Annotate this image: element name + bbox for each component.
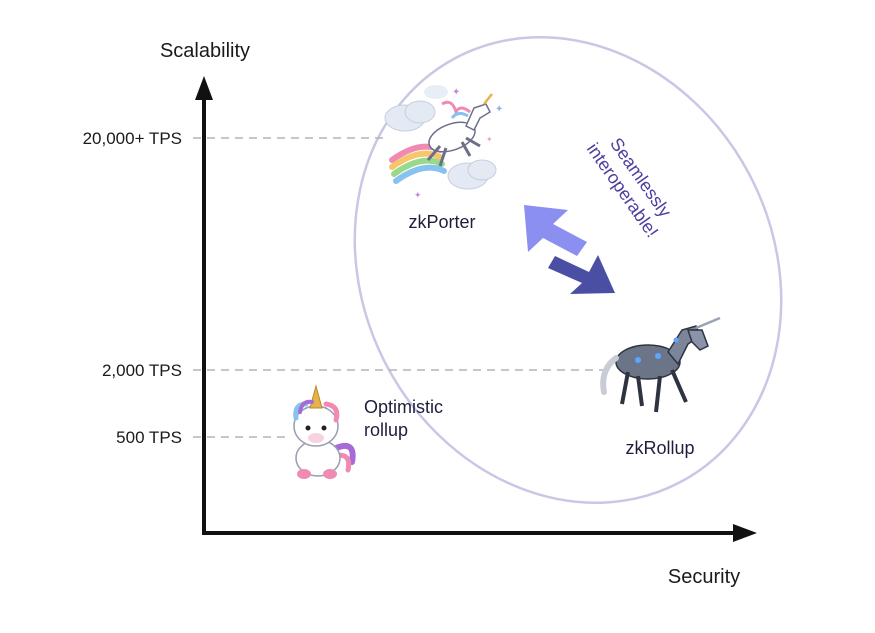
tick-label-20000: 20,000+ TPS [83,129,182,148]
y-axis-title: Scalability [160,40,250,62]
zkporter-label: zkPorter [408,212,475,232]
zkrollup-label: zkRollup [625,438,694,458]
arrow-to-zkporter-icon [524,205,587,256]
svg-text:✦: ✦ [452,87,460,98]
rainbow-unicorn-icon: ✦ ✦ ✦ ✦ [384,85,503,200]
y-axis-arrowhead [195,76,213,100]
tick-label-500: 500 TPS [116,428,182,447]
tick-label-2000: 2,000 TPS [102,361,182,380]
optimistic-rollup-label-line2: rollup [364,420,408,440]
x-axis-title: Security [668,566,740,588]
svg-text:✦: ✦ [486,135,493,144]
interop-label-group: Seamlessly interoperable! [583,134,675,241]
robot-unicorn-icon [600,316,721,413]
svg-text:✦: ✦ [495,104,503,115]
optimistic-rollup-label-line1: Optimistic [364,397,443,417]
svg-text:✦: ✦ [414,190,422,200]
x-axis-arrowhead [733,524,757,542]
plush-unicorn-icon [293,384,356,479]
arrow-to-zkrollup-icon [548,255,615,294]
zksync-ecosystem-ellipse [353,36,783,504]
